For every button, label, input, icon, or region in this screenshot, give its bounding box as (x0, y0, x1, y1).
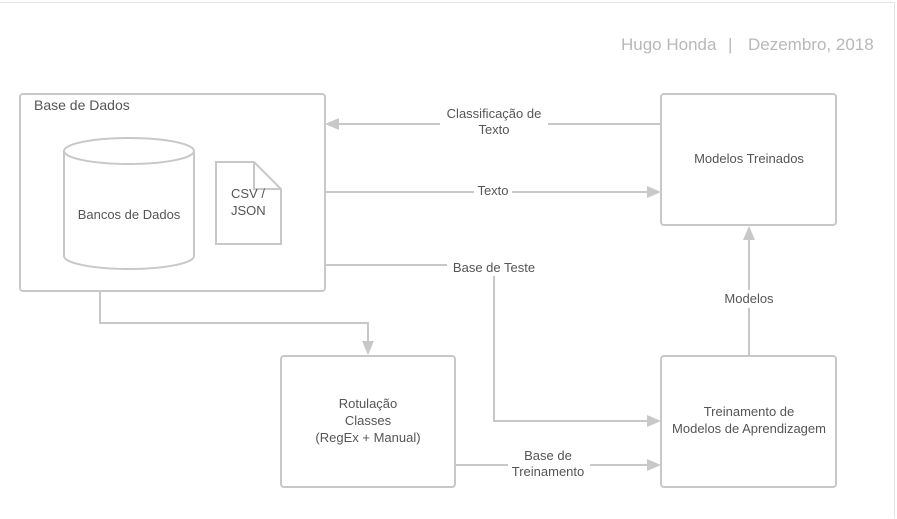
modelos-treinados-label: Modelos Treinados (694, 151, 804, 166)
edge-texto-label-bg (474, 183, 512, 199)
csv-json-label-line2: JSON (231, 203, 266, 218)
edge-classificacao-label-line2: Texto (478, 122, 509, 137)
edge-modelos-label-bg (720, 290, 778, 308)
edge-base-teste-line (325, 264, 648, 422)
csv-json-label-line1: CSV / (231, 186, 265, 201)
edge-classificacao-label-line1: Classificação de (447, 106, 542, 121)
rotulacao-label-line1: Rotulação (339, 396, 398, 411)
edge-dados-rotulacao-arrowhead (362, 341, 374, 355)
database-cylinder-body (63, 151, 195, 270)
author-name: Hugo Honda (621, 35, 717, 54)
edge-base-treinamento-arrowhead (647, 459, 661, 471)
file-icon (215, 161, 282, 245)
edge-base-teste-label-bg (447, 258, 541, 276)
treinamento-label-line2: Modelos de Aprendizagem (672, 421, 826, 436)
edge-base-treinamento-label-line1: Base de (524, 448, 572, 463)
node-base-de-dados: Base de Dados Bancos de Dados CSV / JSON (19, 93, 326, 292)
file-shape (215, 161, 282, 245)
treinamento-label-line1: Treinamento de (704, 404, 795, 419)
edge-classificacao-arrowhead (325, 118, 339, 130)
modelos-treinados-box (660, 93, 837, 226)
edge-modelos-label: Modelos (724, 291, 774, 306)
edge-texto-label: Texto (477, 183, 508, 198)
edge-base-teste-label: Base de Teste (453, 260, 535, 275)
node-modelos-treinados: Modelos Treinados (660, 93, 837, 226)
edge-base-treinamento-label-line2: Treinamento (512, 464, 585, 479)
rotulacao-box (280, 355, 456, 488)
treinamento-box (660, 355, 837, 488)
edge-dados-rotulacao-line (99, 291, 369, 342)
edge-modelos-arrowhead (743, 226, 755, 240)
edge-base-treinamento-label-bg (508, 456, 590, 474)
node-rotulacao: Rotulação Classes (RegEx + Manual) (280, 355, 456, 488)
bancos-de-dados-label: Bancos de Dados (78, 207, 181, 222)
node-treinamento: Treinamento de Modelos de Aprendizagem (660, 355, 837, 488)
header-separator: | (728, 35, 732, 54)
header-date: Dezembro, 2018 (748, 35, 874, 54)
edge-labels: Classificação de Texto Texto Base de Tes… (440, 104, 778, 479)
file-fold (253, 162, 281, 190)
rotulacao-label-line3: (RegEx + Manual) (315, 430, 420, 445)
base-de-dados-title: Base de Dados (34, 97, 130, 113)
rotulacao-label-line2: Classes (345, 413, 392, 428)
database-cylinder-top (63, 137, 195, 165)
edge-texto-arrowhead (647, 186, 661, 198)
database-icon (63, 137, 195, 270)
edge-base-teste-arrowhead (647, 415, 661, 427)
edge-classificacao-label-bg (440, 104, 548, 138)
